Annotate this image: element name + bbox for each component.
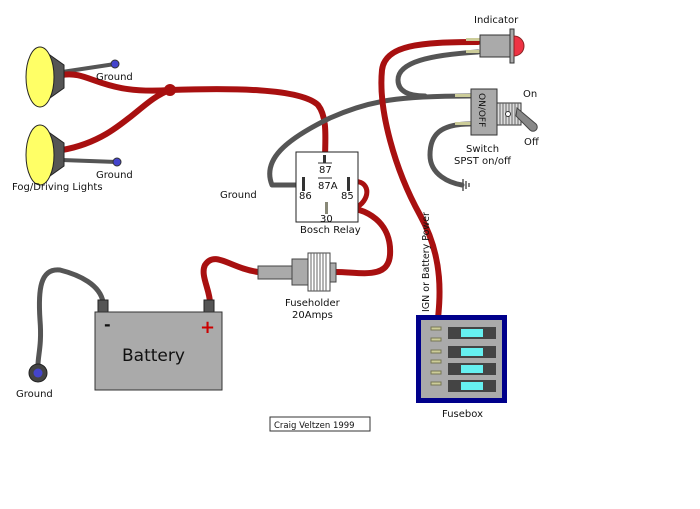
indicator-lamp [466, 28, 525, 64]
gray-wire-switch-ground [427, 121, 473, 188]
gray-wire-light2-ground [60, 158, 119, 164]
battery [94, 299, 223, 391]
relay-terminal-86: 86 [299, 191, 312, 202]
relay-terminal-85: 85 [341, 191, 354, 202]
lights-label: Fog/Driving Lights [12, 182, 103, 193]
fuse [448, 327, 496, 339]
fog-light-2 [25, 124, 65, 186]
ground-label-light2: Ground [96, 170, 133, 181]
relay: 87 87A 86 85 30 [295, 151, 359, 225]
ground-label-battery: Ground [16, 389, 53, 400]
switch-face-label: ON/OFF [476, 93, 486, 127]
inline-fuseholder [257, 252, 337, 292]
ground-label-light1: Ground [96, 72, 133, 83]
switch-on-label: On [523, 89, 537, 100]
switch-label: Switch [466, 144, 499, 155]
fog-light-1 [25, 46, 65, 108]
red-wire-fuseholder-to-battery [200, 256, 261, 306]
wire-junction [164, 84, 176, 96]
credit-label: Craig Veltzen 1999 [274, 421, 355, 431]
fuseholder-label: Fuseholder [285, 298, 341, 309]
chassis-ground-icon [462, 179, 470, 191]
fuse [448, 380, 496, 392]
relay-terminal-87: 87 [319, 165, 332, 176]
indicator-label: Indicator [474, 15, 519, 26]
relay-label: Bosch Relay [300, 225, 361, 236]
fuseholder-rating-label: 20Amps [292, 310, 333, 321]
red-wire-light1 [59, 71, 173, 94]
fusebox-label: Fusebox [442, 409, 483, 420]
switch-off-label: Off [524, 137, 540, 148]
relay-terminal-30: 30 [320, 214, 333, 225]
switch-lever [515, 107, 538, 132]
switch-type-label: SPST on/off [454, 156, 512, 167]
fuse [448, 346, 496, 358]
relay-terminal-87a: 87A [318, 181, 338, 192]
red-wire-indicator-to-fusebox [378, 39, 481, 331]
ground-label-relay: Ground [220, 190, 257, 201]
ground-terminal-light2 [112, 157, 122, 167]
ground-terminal-light1 [110, 59, 120, 69]
battery-positive-sign: + [200, 317, 215, 338]
red-wire-relay-30-to-fuseholder [329, 203, 394, 277]
gray-wire-battery-ground [35, 267, 106, 368]
gray-wire-indicator [395, 49, 481, 99]
battery-negative-sign: - [104, 315, 111, 334]
toggle-switch: ON/OFF [455, 88, 538, 136]
power-source-label: IGN or Battery Power [421, 212, 432, 312]
red-wire-to-relay-87 [167, 86, 329, 163]
gray-wire-light1-ground [60, 62, 117, 74]
fusebox [416, 315, 507, 403]
fuse [448, 363, 496, 375]
ground-terminal-center [33, 368, 43, 378]
battery-label: Battery [122, 346, 185, 366]
red-wire-light2 [59, 87, 173, 153]
credit-box [269, 416, 371, 432]
